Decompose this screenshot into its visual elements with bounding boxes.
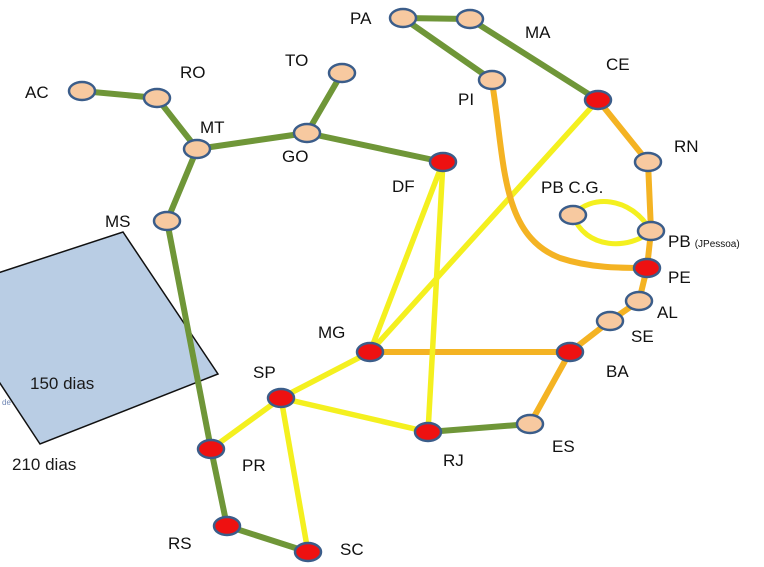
edge-pa-pi: [400, 15, 495, 83]
node-ba: [555, 341, 585, 363]
edge-sp-sc: [278, 395, 311, 555]
node-ro: [142, 87, 172, 109]
node-ce: [583, 89, 613, 111]
node-mt: [182, 138, 212, 160]
edge-go-to: [304, 70, 345, 136]
label-sc: SC: [340, 540, 364, 559]
edge-mt-go: [194, 130, 310, 152]
node-sc: [293, 541, 323, 563]
label-se: SE: [631, 327, 654, 346]
node-pbjp: [636, 220, 666, 242]
edge-pa2-ce: [467, 16, 601, 103]
node-pe: [632, 257, 662, 279]
label-ce: CE: [606, 55, 630, 74]
edge-pr-rs: [208, 446, 230, 529]
label-rs: RS: [168, 534, 192, 553]
label-df: DF: [392, 177, 415, 196]
label-fragment: de: [2, 398, 11, 407]
node-ac: [67, 80, 97, 102]
label-150-dias: 150 dias: [30, 374, 94, 393]
edge-rs-sc: [224, 523, 311, 555]
edge-df-mg: [367, 159, 446, 355]
node-to: [327, 62, 357, 84]
label-pa: PA: [350, 9, 372, 28]
node-mg: [355, 341, 385, 363]
label-ma: MA: [525, 23, 551, 42]
sublabel-pbjp: (JPessoa): [695, 239, 740, 250]
node-pr: [196, 438, 226, 460]
label-sp: SP: [253, 363, 276, 382]
edge-rn-pbjp: [645, 159, 654, 234]
label-rj: RJ: [443, 451, 464, 470]
label-to: TO: [285, 51, 308, 70]
label-pbcg: PB C.G.: [541, 178, 603, 197]
edge-sp-rj: [278, 395, 431, 435]
node-go: [292, 122, 322, 144]
label-al: AL: [657, 303, 678, 322]
label-mg: MG: [318, 323, 345, 342]
label-ac: AC: [25, 83, 49, 102]
edge-sp-pr: [208, 395, 284, 452]
label-pbjp: PB(JPessoa): [668, 232, 740, 251]
node-pa2: [455, 8, 485, 30]
label-pi: PI: [458, 90, 474, 109]
node-se: [595, 310, 625, 332]
node-pa: [388, 7, 418, 29]
label-es: ES: [552, 437, 575, 456]
node-es: [515, 413, 545, 435]
edge-mg-ce: [367, 97, 601, 355]
node-rj: [413, 421, 443, 443]
label-rn: RN: [674, 137, 699, 156]
edge-pi-pe: [489, 79, 650, 271]
edge-ms-pr: [164, 218, 214, 452]
label-go: GO: [282, 147, 308, 166]
edge-mg-sp: [278, 349, 373, 401]
label-ro: RO: [180, 63, 206, 82]
label-pr: PR: [242, 456, 266, 475]
node-rn: [633, 151, 663, 173]
nodes-layer: [67, 7, 666, 563]
node-al: [624, 290, 654, 312]
legend-box: 150 dias 210 dias de: [0, 231, 220, 474]
label-ba: BA: [606, 362, 629, 381]
node-pi: [477, 69, 507, 91]
label-pe: PE: [668, 268, 691, 287]
edge-ba-es: [527, 349, 573, 427]
edge-rj-es: [425, 421, 533, 435]
edge-mt-ms: [164, 146, 200, 224]
edge-ce-rn: [595, 97, 651, 165]
label-mt: MT: [200, 118, 225, 137]
node-pbcg: [558, 204, 588, 226]
node-sp: [266, 387, 296, 409]
edge-go-df: [304, 130, 446, 165]
edges-layer: [79, 15, 654, 555]
node-ms: [152, 210, 182, 232]
edge-df-rj: [425, 159, 446, 435]
node-rs: [212, 515, 242, 537]
label-210-dias: 210 dias: [12, 455, 76, 474]
node-df: [428, 151, 458, 173]
label-ms: MS: [105, 212, 131, 231]
